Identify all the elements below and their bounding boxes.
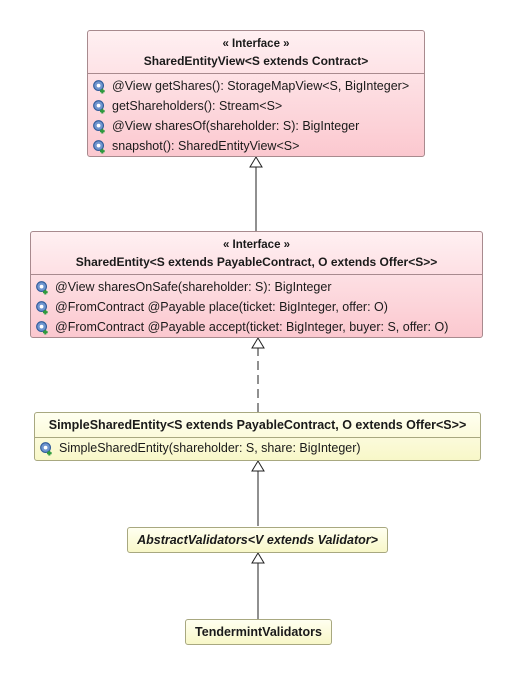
interface-name: SharedEntityView<S extends Contract> <box>143 54 369 68</box>
shared-entity-header: « Interface » SharedEntity<S extends Pay… <box>31 232 482 274</box>
interface-stereotype: « Interface » <box>222 239 291 251</box>
interface-name: SharedEntity<S extends PayableContract, … <box>75 255 438 269</box>
tendermint-validators-class[interactable]: TendermintValidators <box>185 619 332 645</box>
class-name: TendermintValidators <box>195 625 322 639</box>
member-list: SimpleSharedEntity(shareholder: S, share… <box>35 437 480 458</box>
shared-entity-interface[interactable]: « Interface » SharedEntity<S extends Pay… <box>30 231 483 338</box>
member-list: @View getShares(): StorageMapView<S, Big… <box>88 73 424 156</box>
shared-entity-view-interface[interactable]: « Interface » SharedEntityView<S extends… <box>87 30 425 157</box>
method-signature: snapshot(): SharedEntityView<S> <box>112 139 300 153</box>
extends-arrowhead-tendermintvalidators <box>251 552 265 564</box>
constructor-row[interactable]: SimpleSharedEntity(shareholder: S, share… <box>35 438 480 458</box>
simple-shared-entity-class[interactable]: SimpleSharedEntity<S extends PayableCont… <box>34 412 481 461</box>
method-row[interactable]: @FromContract @Payable place(ticket: Big… <box>31 297 482 317</box>
constructor-signature: SimpleSharedEntity(shareholder: S, share… <box>59 441 361 455</box>
method-row[interactable]: @View getShares(): StorageMapView<S, Big… <box>88 76 424 96</box>
method-signature: getShareholders(): Stream<S> <box>112 99 283 113</box>
interface-stereotype: « Interface » <box>222 38 290 50</box>
class-name: AbstractValidators<V extends Validator> <box>137 533 378 547</box>
method-row[interactable]: @View sharesOnSafe(shareholder: S): BigI… <box>31 277 482 297</box>
method-signature: @View sharesOf(shareholder: S): BigInteg… <box>112 119 360 133</box>
method-row[interactable]: @View sharesOf(shareholder: S): BigInteg… <box>88 116 424 136</box>
method-row[interactable]: snapshot(): SharedEntityView<S> <box>88 136 424 156</box>
method-row[interactable]: @FromContract @Payable accept(ticket: Bi… <box>31 317 482 337</box>
extends-arrowhead-abstractvalidators <box>251 460 265 472</box>
member-list: @View sharesOnSafe(shareholder: S): BigI… <box>31 274 482 337</box>
public-method-icon <box>36 300 48 315</box>
public-method-icon <box>93 79 105 94</box>
public-constructor-icon <box>40 441 52 456</box>
method-signature: @FromContract @Payable accept(ticket: Bi… <box>55 320 449 334</box>
implements-arrowhead-simplesharedentity <box>251 337 265 349</box>
method-signature: @View getShares(): StorageMapView<S, Big… <box>112 79 410 93</box>
public-method-icon <box>36 320 48 335</box>
method-signature: @FromContract @Payable place(ticket: Big… <box>55 300 388 314</box>
class-name: SimpleSharedEntity<S extends PayableCont… <box>48 418 467 432</box>
public-method-icon <box>93 139 105 154</box>
public-method-icon <box>36 280 48 295</box>
public-method-icon <box>93 99 105 114</box>
public-method-icon <box>93 119 105 134</box>
method-signature: @View sharesOnSafe(shareholder: S): BigI… <box>55 280 332 294</box>
shared-entity-view-header: « Interface » SharedEntityView<S extends… <box>88 31 424 73</box>
abstract-validators-class[interactable]: AbstractValidators<V extends Validator> <box>127 527 388 553</box>
extends-arrowhead-sharedentity <box>249 156 263 168</box>
method-row[interactable]: getShareholders(): Stream<S> <box>88 96 424 116</box>
